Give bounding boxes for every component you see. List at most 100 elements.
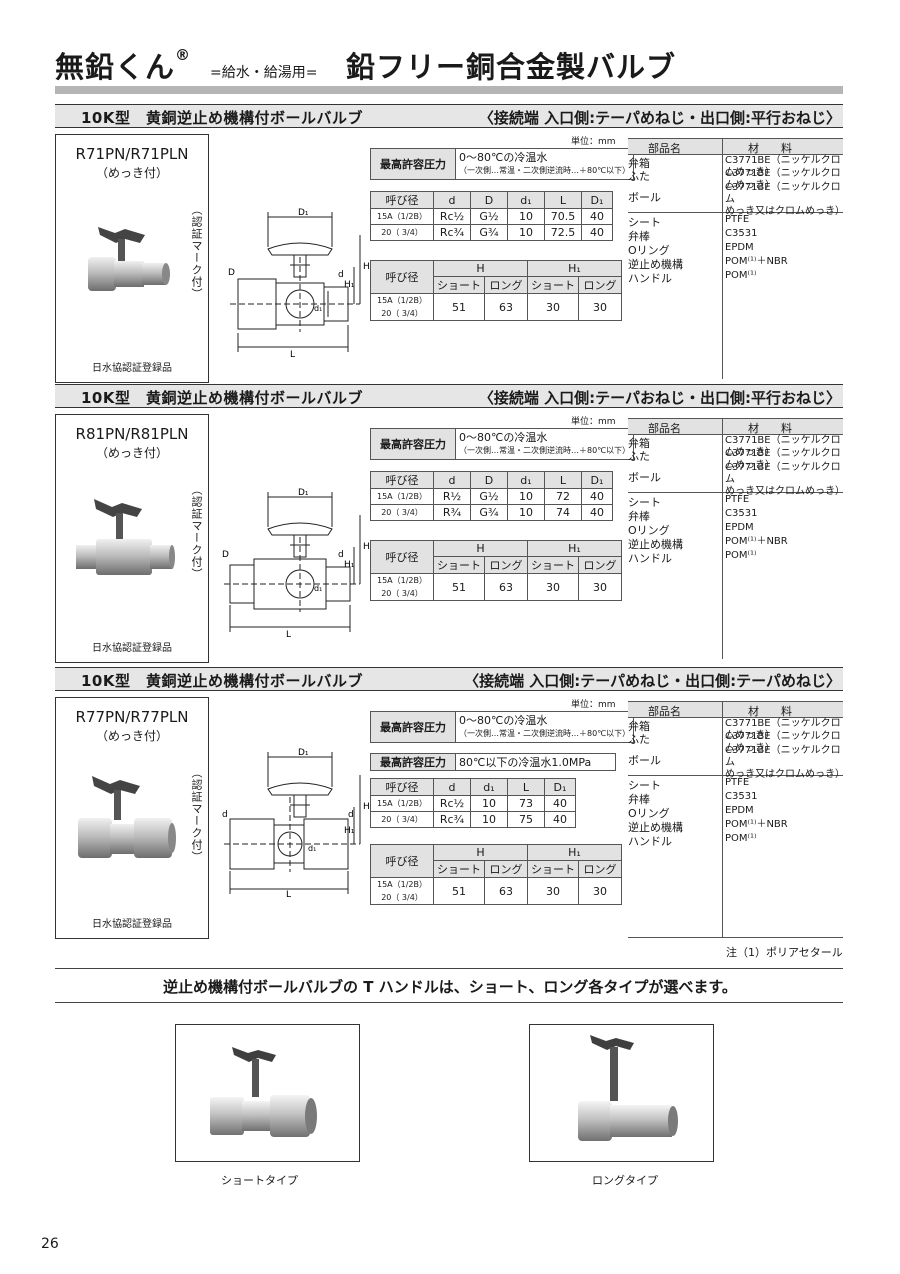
size-head-d1: d₁ <box>507 471 545 489</box>
table-cell: 15A（1/2B）20（ 3/4） <box>370 877 434 905</box>
h-head-short: ショート <box>433 276 485 294</box>
part-name: Oリング <box>628 244 670 257</box>
footnote: 注（1）ポリアセタール <box>726 946 843 959</box>
dim-h-label: H <box>363 802 370 812</box>
dim-h-label: H <box>363 542 370 552</box>
pressure-value: 0～80℃の冷温水 <box>459 714 548 727</box>
size-head-D: D <box>470 471 508 489</box>
unit-label: 単位：mm <box>571 417 616 427</box>
part-name: ハンドル <box>628 552 672 565</box>
material-name: POM⁽¹⁾ <box>725 550 757 561</box>
dim-d1-label: D₁ <box>298 208 309 218</box>
section-title: 10K型 黄銅逆止め機構付ボールバルブ <box>81 389 363 407</box>
h1-head-short: ショート <box>527 276 579 294</box>
table-cell: 15A（1/2B）20（ 3/4） <box>370 573 434 601</box>
table-row: 20（ 3/4） Rc¾ 10 75 40 <box>370 811 576 828</box>
table-cell: R½ <box>433 488 471 505</box>
table-cell: 15A（1/2B） <box>370 208 434 225</box>
h-head-nominal: 呼び径 <box>370 540 434 574</box>
valve-section-r81: 10K型 黄銅逆止め機構付ボールバルブ 〈接続端 入口側:テーパおねじ・出口側:… <box>55 384 845 664</box>
h-head-long: ロング <box>484 556 528 574</box>
part-name: ふた <box>628 450 650 463</box>
material-name: POM⁽¹⁾ <box>725 270 757 281</box>
size-head-l: L <box>544 191 582 209</box>
part-name: Oリング <box>628 524 670 537</box>
cert-mark-note: （認証マーク付） <box>190 484 203 580</box>
dim-l-label: L <box>286 890 291 897</box>
part-name: 弁棒 <box>628 510 650 523</box>
material-name: POM⁽¹⁾＋NBR <box>725 819 788 830</box>
h-head-h1: H₁ <box>527 260 622 277</box>
table-cell: Rc½ <box>433 208 471 225</box>
handle-type-note: 逆止め機構付ボールバルブの T ハンドルは、ショート、ロング各タイプが選べます。 <box>163 978 737 996</box>
table-cell: 30 <box>578 573 622 601</box>
size-table: 呼び径 d d₁ L D₁ 15A（1/2B） Rc½ 10 73 40 20（… <box>370 778 576 828</box>
material-name: C3771BE（ニッケルクロムめっき又はクロムめっき） <box>725 462 845 498</box>
table-cell: 63 <box>484 877 528 905</box>
section-header: 10K型 黄銅逆止め機構付ボールバルブ 〈接続端 入口側:テーパめねじ・出口側:… <box>55 667 843 691</box>
pressure-table: 最高許容圧力 0～80℃の冷温水 （一次側…常温・二次側逆流時…＋80℃以下） <box>370 148 635 180</box>
size-head-nominal: 呼び径 <box>370 191 434 209</box>
table-cell: 72.5 <box>544 224 582 241</box>
pressure-label: 最高許容圧力 <box>370 711 456 743</box>
size-head-d1: d₁ <box>470 778 508 796</box>
valve-dimension-drawing: D₁ H H₁ D d d₁ L <box>228 208 370 357</box>
pressure-table: 最高許容圧力 0～80℃の冷温水 （一次側…常温・二次側逆流時…＋80℃以下） <box>370 711 635 743</box>
table-cell: 63 <box>484 573 528 601</box>
pressure-note: （一次側…常温・二次側逆流時…＋80℃以下） <box>459 729 631 738</box>
dim-h1-label: H₁ <box>344 560 355 570</box>
table-row: 15A（1/2B） R½ G½ 10 72 40 <box>370 488 613 505</box>
dim-l-label: L <box>286 630 291 637</box>
table-row: 15A（1/2B） Rc½ G½ 10 70.5 40 <box>370 208 613 225</box>
table-cell: 15A（1/2B）20（ 3/4） <box>370 293 434 321</box>
pressure-note: （一次側…常温・二次側逆流時…＋80℃以下） <box>459 166 631 175</box>
size-head-nominal: 呼び径 <box>370 778 434 796</box>
material-line: めっき又はクロムめっき） <box>725 769 845 780</box>
dim-d1-inner-label: d₁ <box>308 844 316 853</box>
dim-l-label: L <box>290 350 295 357</box>
dim-small-d-label: d <box>338 270 344 280</box>
material-divider <box>628 212 843 213</box>
table-cell: 30 <box>527 877 579 905</box>
table-cell: 63 <box>484 293 528 321</box>
h-head-long: ロング <box>484 276 528 294</box>
h1-head-long: ロング <box>578 556 622 574</box>
size-head-D1: D₁ <box>544 778 576 796</box>
table-row: 20（ 3/4） R¾ G¾ 10 74 40 <box>370 504 613 521</box>
table-cell: Rc½ <box>433 795 471 812</box>
table-cell: 30 <box>578 877 622 905</box>
connection-spec: 〈接続端 入口側:テーパめねじ・出口側:テーパめねじ〉 <box>464 672 841 690</box>
dim-d1-inner-label: d₁ <box>314 304 322 313</box>
part-name: 逆止め機構 <box>628 538 683 551</box>
material-divider <box>722 418 723 659</box>
material-name: C3771BE（ニッケルクロムめっき又はクロムめっき） <box>725 745 845 781</box>
table-cell: 51 <box>433 877 485 905</box>
material-table-header: 部品名 材 料 <box>628 701 843 718</box>
table-cell: 20（ 3/4） <box>370 224 434 241</box>
h-head-h: H <box>433 540 528 557</box>
material-name: C3771BE（ニッケルクロムめっき） <box>725 435 841 458</box>
size-head-l: L <box>507 778 545 796</box>
section-title: 10K型 黄銅逆止め機構付ボールバルブ <box>81 672 363 690</box>
pressure-label: 最高許容圧力 <box>370 428 456 460</box>
table-cell: Rc¾ <box>433 224 471 241</box>
part-name: シート <box>628 496 661 509</box>
table-cell: G½ <box>470 488 508 505</box>
material-divider <box>628 775 843 776</box>
table-cell: 40 <box>544 795 576 812</box>
part-name: ふた <box>628 170 650 183</box>
table-cell: 10 <box>507 224 545 241</box>
dim-h1-label: H₁ <box>344 826 355 836</box>
h-head-long: ロング <box>484 860 528 878</box>
table-cell: 10 <box>507 208 545 225</box>
size-head-d: d <box>433 778 471 796</box>
material-line: C3771BE（ニッケルクロム <box>725 462 841 485</box>
part-name: シート <box>628 216 661 229</box>
nominal-size: 20（ 3/4） <box>381 309 423 318</box>
cert-mark-note: （認証マーク付） <box>190 204 203 300</box>
dim-h1-label: H₁ <box>344 280 355 290</box>
mat-head-material: 材 料 <box>748 422 792 435</box>
material-name: EPDM <box>725 522 754 533</box>
material-line: めっき又はクロムめっき） <box>725 206 845 217</box>
table-cell: 40 <box>544 811 576 828</box>
